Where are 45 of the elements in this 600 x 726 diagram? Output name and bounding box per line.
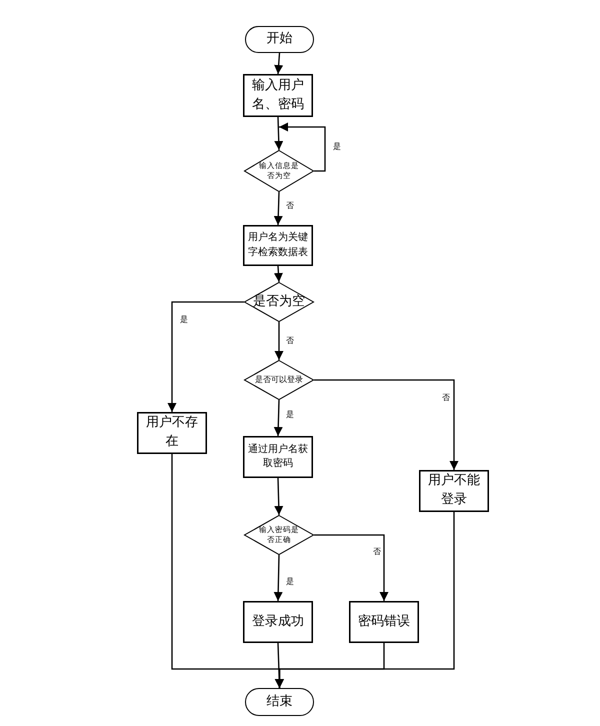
arrow — [314, 534, 388, 601]
process-box — [419, 470, 489, 512]
decision-diamond — [244, 282, 314, 322]
node-text: 是否为空 — [253, 292, 305, 311]
decision-diamond — [244, 150, 314, 192]
arrow — [168, 301, 244, 412]
node-text: 用户名为关键字检索数据表 — [247, 231, 309, 260]
decision-diamond — [244, 360, 314, 400]
arrow — [274, 322, 284, 360]
edge-label: 否 — [286, 202, 294, 210]
edge-label: 是 — [286, 578, 294, 586]
arrow — [274, 192, 283, 226]
terminal-shape — [245, 26, 314, 53]
process-box — [243, 225, 313, 266]
process-box — [243, 74, 313, 117]
edge-label: 是 — [286, 411, 294, 419]
arrow — [279, 122, 326, 172]
edge-label: 否 — [286, 337, 294, 345]
node-text: 用户不存在 — [145, 414, 199, 451]
decision-diamond — [244, 515, 314, 555]
node-text: 用户不能登录 — [427, 472, 481, 509]
process-box — [243, 601, 313, 643]
node-text: 输入用户名、密码 — [251, 76, 305, 114]
arrow — [314, 379, 458, 470]
arrow — [275, 512, 455, 688]
edge-label: 否 — [373, 548, 381, 556]
node-text: 开始 — [266, 30, 292, 48]
node-text: 登录成功 — [252, 612, 304, 631]
edge-label: 是 — [333, 143, 341, 151]
process-box — [137, 412, 207, 454]
arrow — [274, 478, 284, 516]
arrow — [274, 52, 284, 74]
node-text: 是否可以登录 — [255, 374, 303, 386]
node-text: 通过用户名获取密码 — [247, 442, 309, 471]
terminal-shape — [245, 688, 314, 716]
arrow — [274, 266, 283, 282]
arrow — [274, 116, 284, 150]
arrow — [274, 400, 283, 436]
process-box — [349, 601, 419, 643]
process-box — [243, 436, 313, 478]
edge-label: 否 — [442, 394, 450, 402]
arrow — [274, 554, 283, 602]
node-text: 结束 — [266, 692, 292, 711]
node-text: 密码错误 — [358, 612, 410, 631]
edge-label: 是 — [180, 316, 188, 324]
